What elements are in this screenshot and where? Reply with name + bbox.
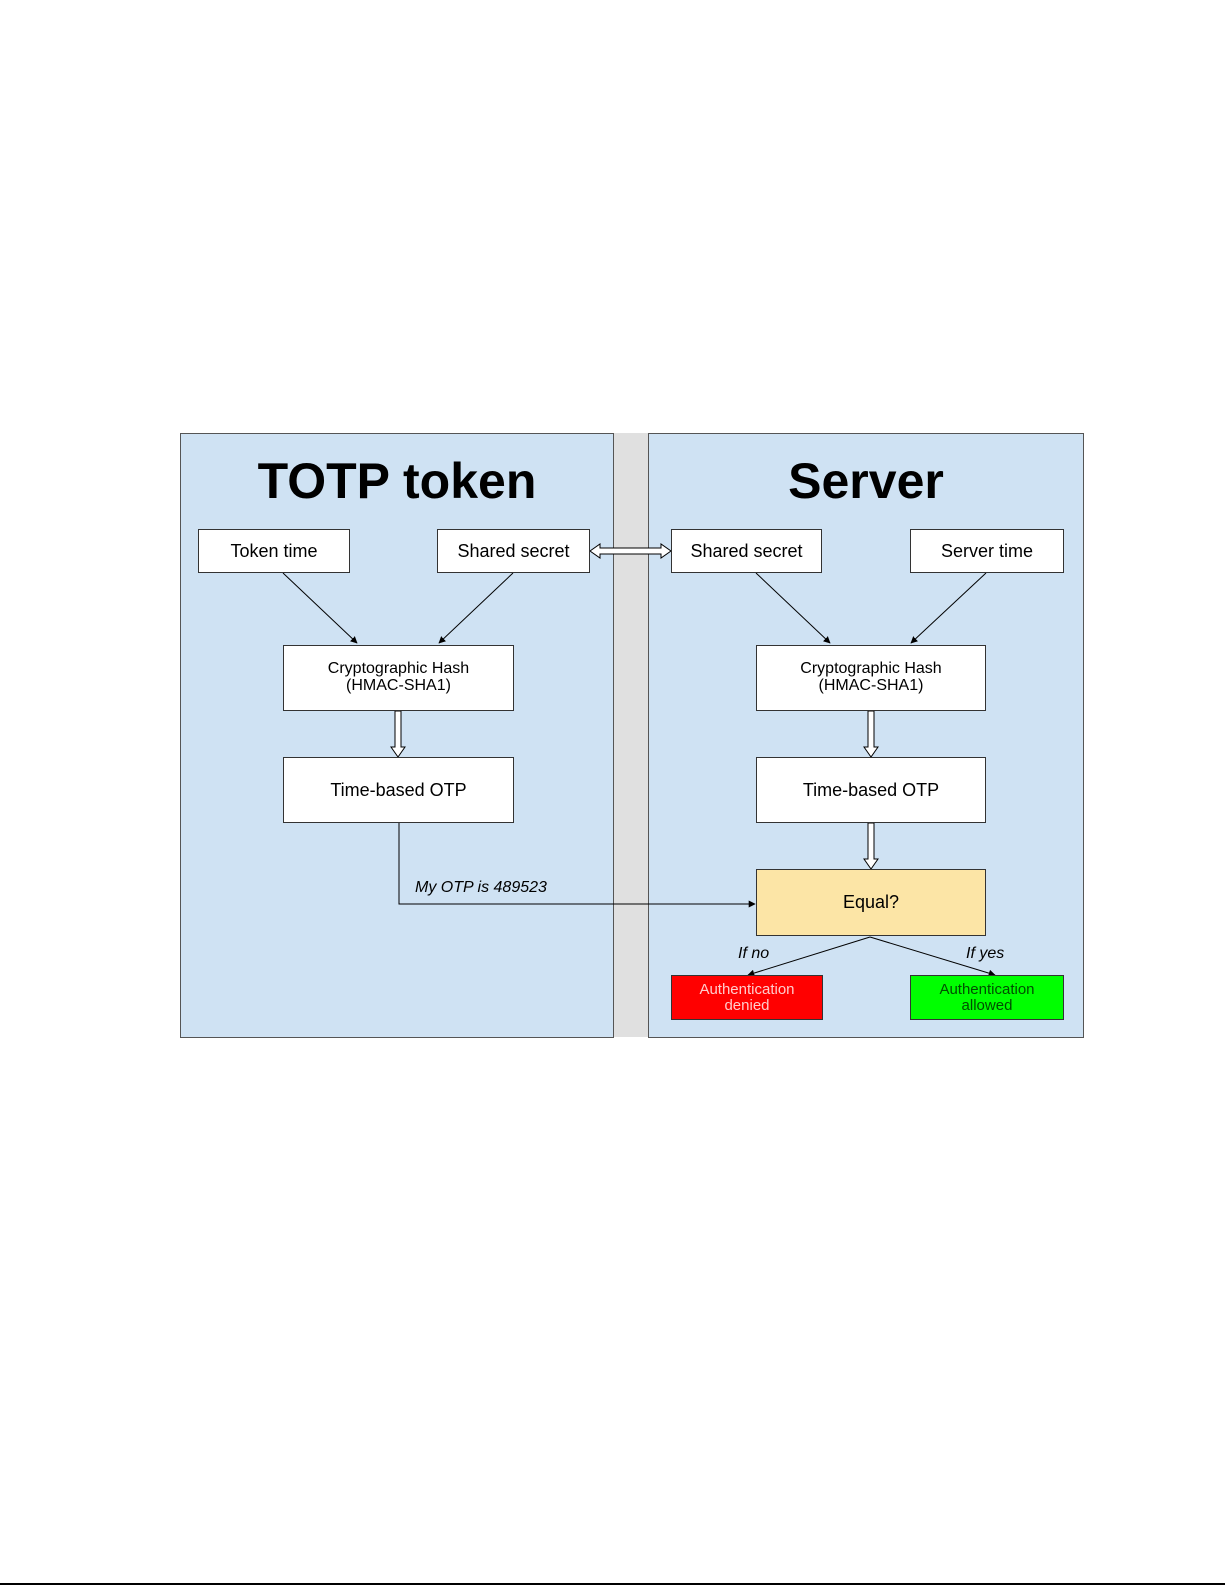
token-hash-box: Cryptographic Hash (HMAC-SHA1) [283,645,514,711]
if-no-label: If no [738,945,769,963]
otp-message-label: My OTP is 489523 [415,879,547,897]
equal-check-box: Equal? [756,869,986,936]
server-time-box: Server time [910,529,1064,573]
authentication-denied-box: Authentication denied [671,975,823,1020]
server-otp-box: Time-based OTP [756,757,986,823]
block-arrow-token-hash-to-otp [391,711,405,757]
server-hash-box: Cryptographic Hash (HMAC-SHA1) [756,645,986,711]
arrow-token-secret-to-hash [439,573,513,643]
block-arrow-server-otp-to-equal [864,823,878,869]
arrow-token-time-to-hash [283,573,357,643]
if-yes-label: If yes [966,945,1004,963]
authentication-allowed-box: Authentication allowed [910,975,1064,1020]
token-time-box: Token time [198,529,350,573]
token-shared-secret-box: Shared secret [437,529,590,573]
token-otp-box: Time-based OTP [283,757,514,823]
arrow-server-secret-to-hash [756,573,830,643]
server-shared-secret-box: Shared secret [671,529,822,573]
arrow-server-time-to-hash [911,573,986,643]
block-arrow-server-hash-to-otp [864,711,878,757]
shared-secret-exchange-arrow [590,544,671,558]
